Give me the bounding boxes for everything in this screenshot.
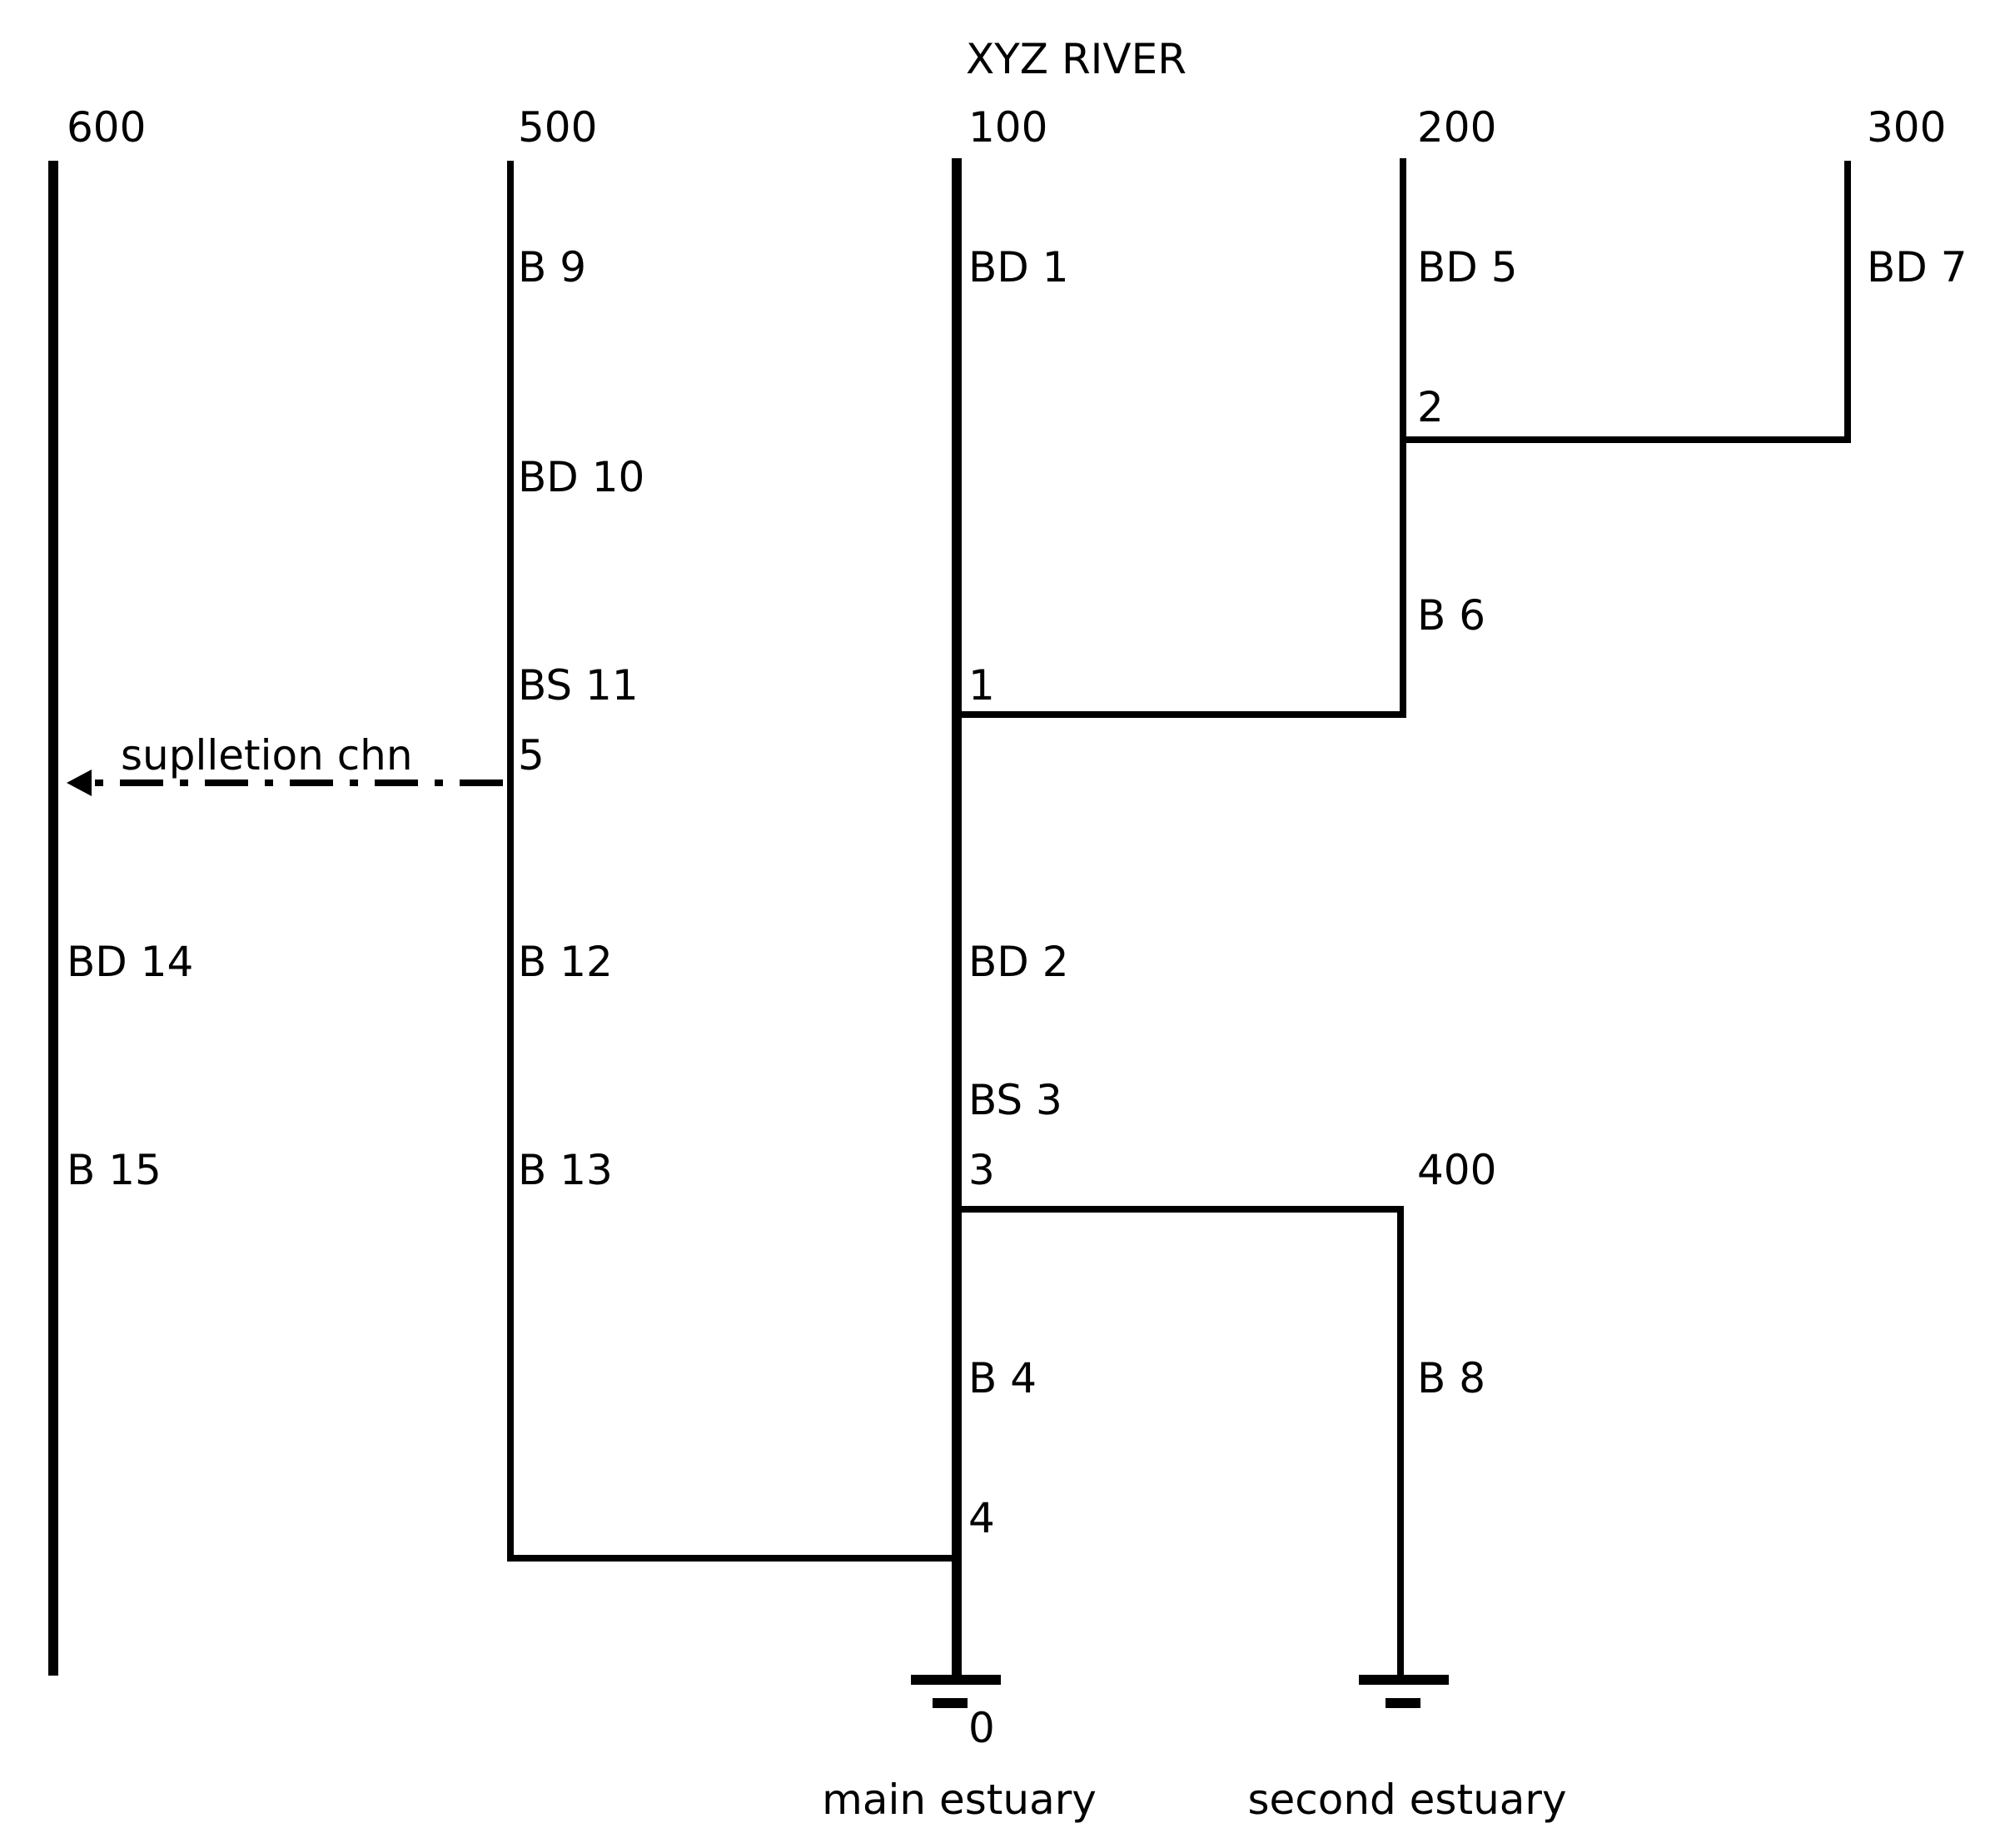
channel-label-300: 300 — [1867, 103, 1946, 152]
reach-label-b6: B 6 — [1417, 591, 1485, 640]
channel-300-line — [1403, 161, 1851, 443]
node-label-3: 3 — [968, 1146, 995, 1194]
main-estuary-label: main estuary — [822, 1776, 1097, 1824]
reach-label-bd10: BD 10 — [518, 453, 644, 501]
reach-label-b15: B 15 — [67, 1146, 162, 1194]
node-label-5: 5 — [518, 731, 545, 780]
suplletion-arrow-icon — [67, 770, 92, 796]
reach-label-b9: B 9 — [518, 243, 586, 291]
node-label-2: 2 — [1417, 383, 1444, 431]
suplletion-channel-label: suplletion chn — [121, 731, 413, 780]
reach-label-b13: B 13 — [518, 1146, 613, 1194]
reach-label-bd14: BD 14 — [67, 938, 193, 986]
channel-200-line — [957, 158, 1406, 718]
diagram-title: XYZ RIVER — [966, 35, 1187, 83]
reach-label-b8: B 8 — [1417, 1354, 1485, 1402]
reach-label-bs11: BS 11 — [518, 661, 639, 710]
node-label-0: 0 — [968, 1704, 995, 1752]
main-estuary-ground-icon — [911, 1675, 1001, 1708]
node-label-1: 1 — [968, 661, 995, 710]
channel-label-100: 100 — [968, 103, 1047, 152]
node-label-4: 4 — [968, 1494, 995, 1542]
reach-label-b4: B 4 — [968, 1354, 1037, 1402]
channel-label-400: 400 — [1417, 1146, 1496, 1194]
reach-label-bd1: BD 1 — [968, 243, 1069, 291]
reach-label-bs3: BS 3 — [968, 1076, 1062, 1124]
second-estuary-ground-icon — [1359, 1675, 1449, 1708]
reach-label-bd2: BD 2 — [968, 938, 1069, 986]
reach-label-bd5: BD 5 — [1417, 243, 1518, 291]
reach-label-b12: B 12 — [518, 938, 613, 986]
channel-label-500: 500 — [518, 103, 597, 152]
channel-label-200: 200 — [1417, 103, 1496, 152]
channel-400-line — [957, 1206, 1404, 1681]
channel-label-600: 600 — [67, 103, 146, 152]
channel-500-line — [507, 161, 956, 1562]
reach-label-bd7: BD 7 — [1867, 243, 1968, 291]
second-estuary-label: second estuary — [1247, 1776, 1566, 1824]
